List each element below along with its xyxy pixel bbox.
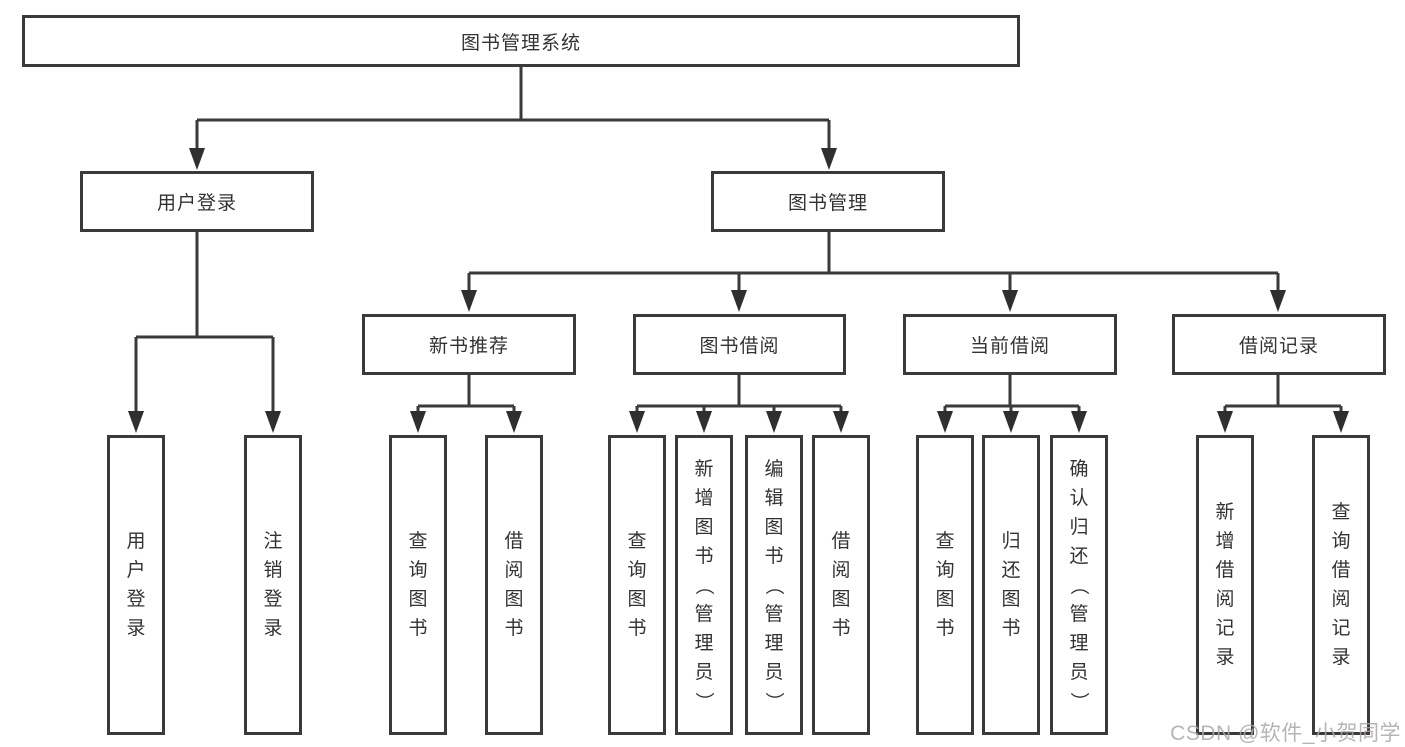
connector-book-borrow-split <box>635 375 843 417</box>
node-leaf-confirm-return-admin: 确认归还（管理员） <box>1050 435 1108 735</box>
connector-root-split <box>195 67 831 152</box>
node-leaf-query-books-1: 查询图书 <box>389 435 447 735</box>
connector-new-book-split <box>416 375 516 417</box>
watermark: CSDN @软件_小贺同学 <box>1170 722 1401 745</box>
node-book-mgmt: 图书管理 <box>711 171 945 232</box>
node-leaf-borrow-books-1: 借阅图书 <box>485 435 543 735</box>
connector-borrow-records-split <box>1223 375 1343 417</box>
node-new-book-label: 新书推荐 <box>428 336 509 357</box>
node-current-borrow-label: 当前借阅 <box>969 336 1050 357</box>
node-leaf-query-borrow-record: 查询借阅记录 <box>1312 435 1370 735</box>
node-leaf-add-book-admin: 新增图书（管理员） <box>675 435 733 735</box>
node-root-label: 图书管理系统 <box>460 32 581 54</box>
node-leaf-user-login: 用户登录 <box>107 435 165 735</box>
node-new-book: 新书推荐 <box>362 314 576 375</box>
node-leaf-return-book: 归还图书 <box>982 435 1040 735</box>
node-leaf-edit-book-admin: 编辑图书（管理员） <box>745 435 803 735</box>
connector-book-mgmt-split <box>467 231 1280 295</box>
node-current-borrow: 当前借阅 <box>903 314 1117 375</box>
connector-current-borrow-split <box>943 375 1081 417</box>
node-user-login: 用户登录 <box>80 171 314 232</box>
node-borrow-records-label: 借阅记录 <box>1238 336 1319 357</box>
node-leaf-logout: 注销登录 <box>244 435 302 735</box>
node-leaf-borrow-books-2: 借阅图书 <box>812 435 870 735</box>
node-user-login-label: 用户登录 <box>156 193 237 214</box>
arrowheads <box>128 148 1349 433</box>
node-book-borrow: 图书借阅 <box>633 314 846 375</box>
node-book-borrow-label: 图书借阅 <box>699 336 780 357</box>
node-leaf-add-borrow-record: 新增借阅记录 <box>1196 435 1254 735</box>
node-leaf-query-books-3: 查询图书 <box>916 435 974 735</box>
node-borrow-records: 借阅记录 <box>1172 314 1386 375</box>
node-leaf-query-books-2: 查询图书 <box>608 435 666 735</box>
connector-user-login-split <box>134 231 275 417</box>
node-book-mgmt-label: 图书管理 <box>787 193 868 214</box>
node-root: 图书管理系统 <box>22 15 1020 67</box>
